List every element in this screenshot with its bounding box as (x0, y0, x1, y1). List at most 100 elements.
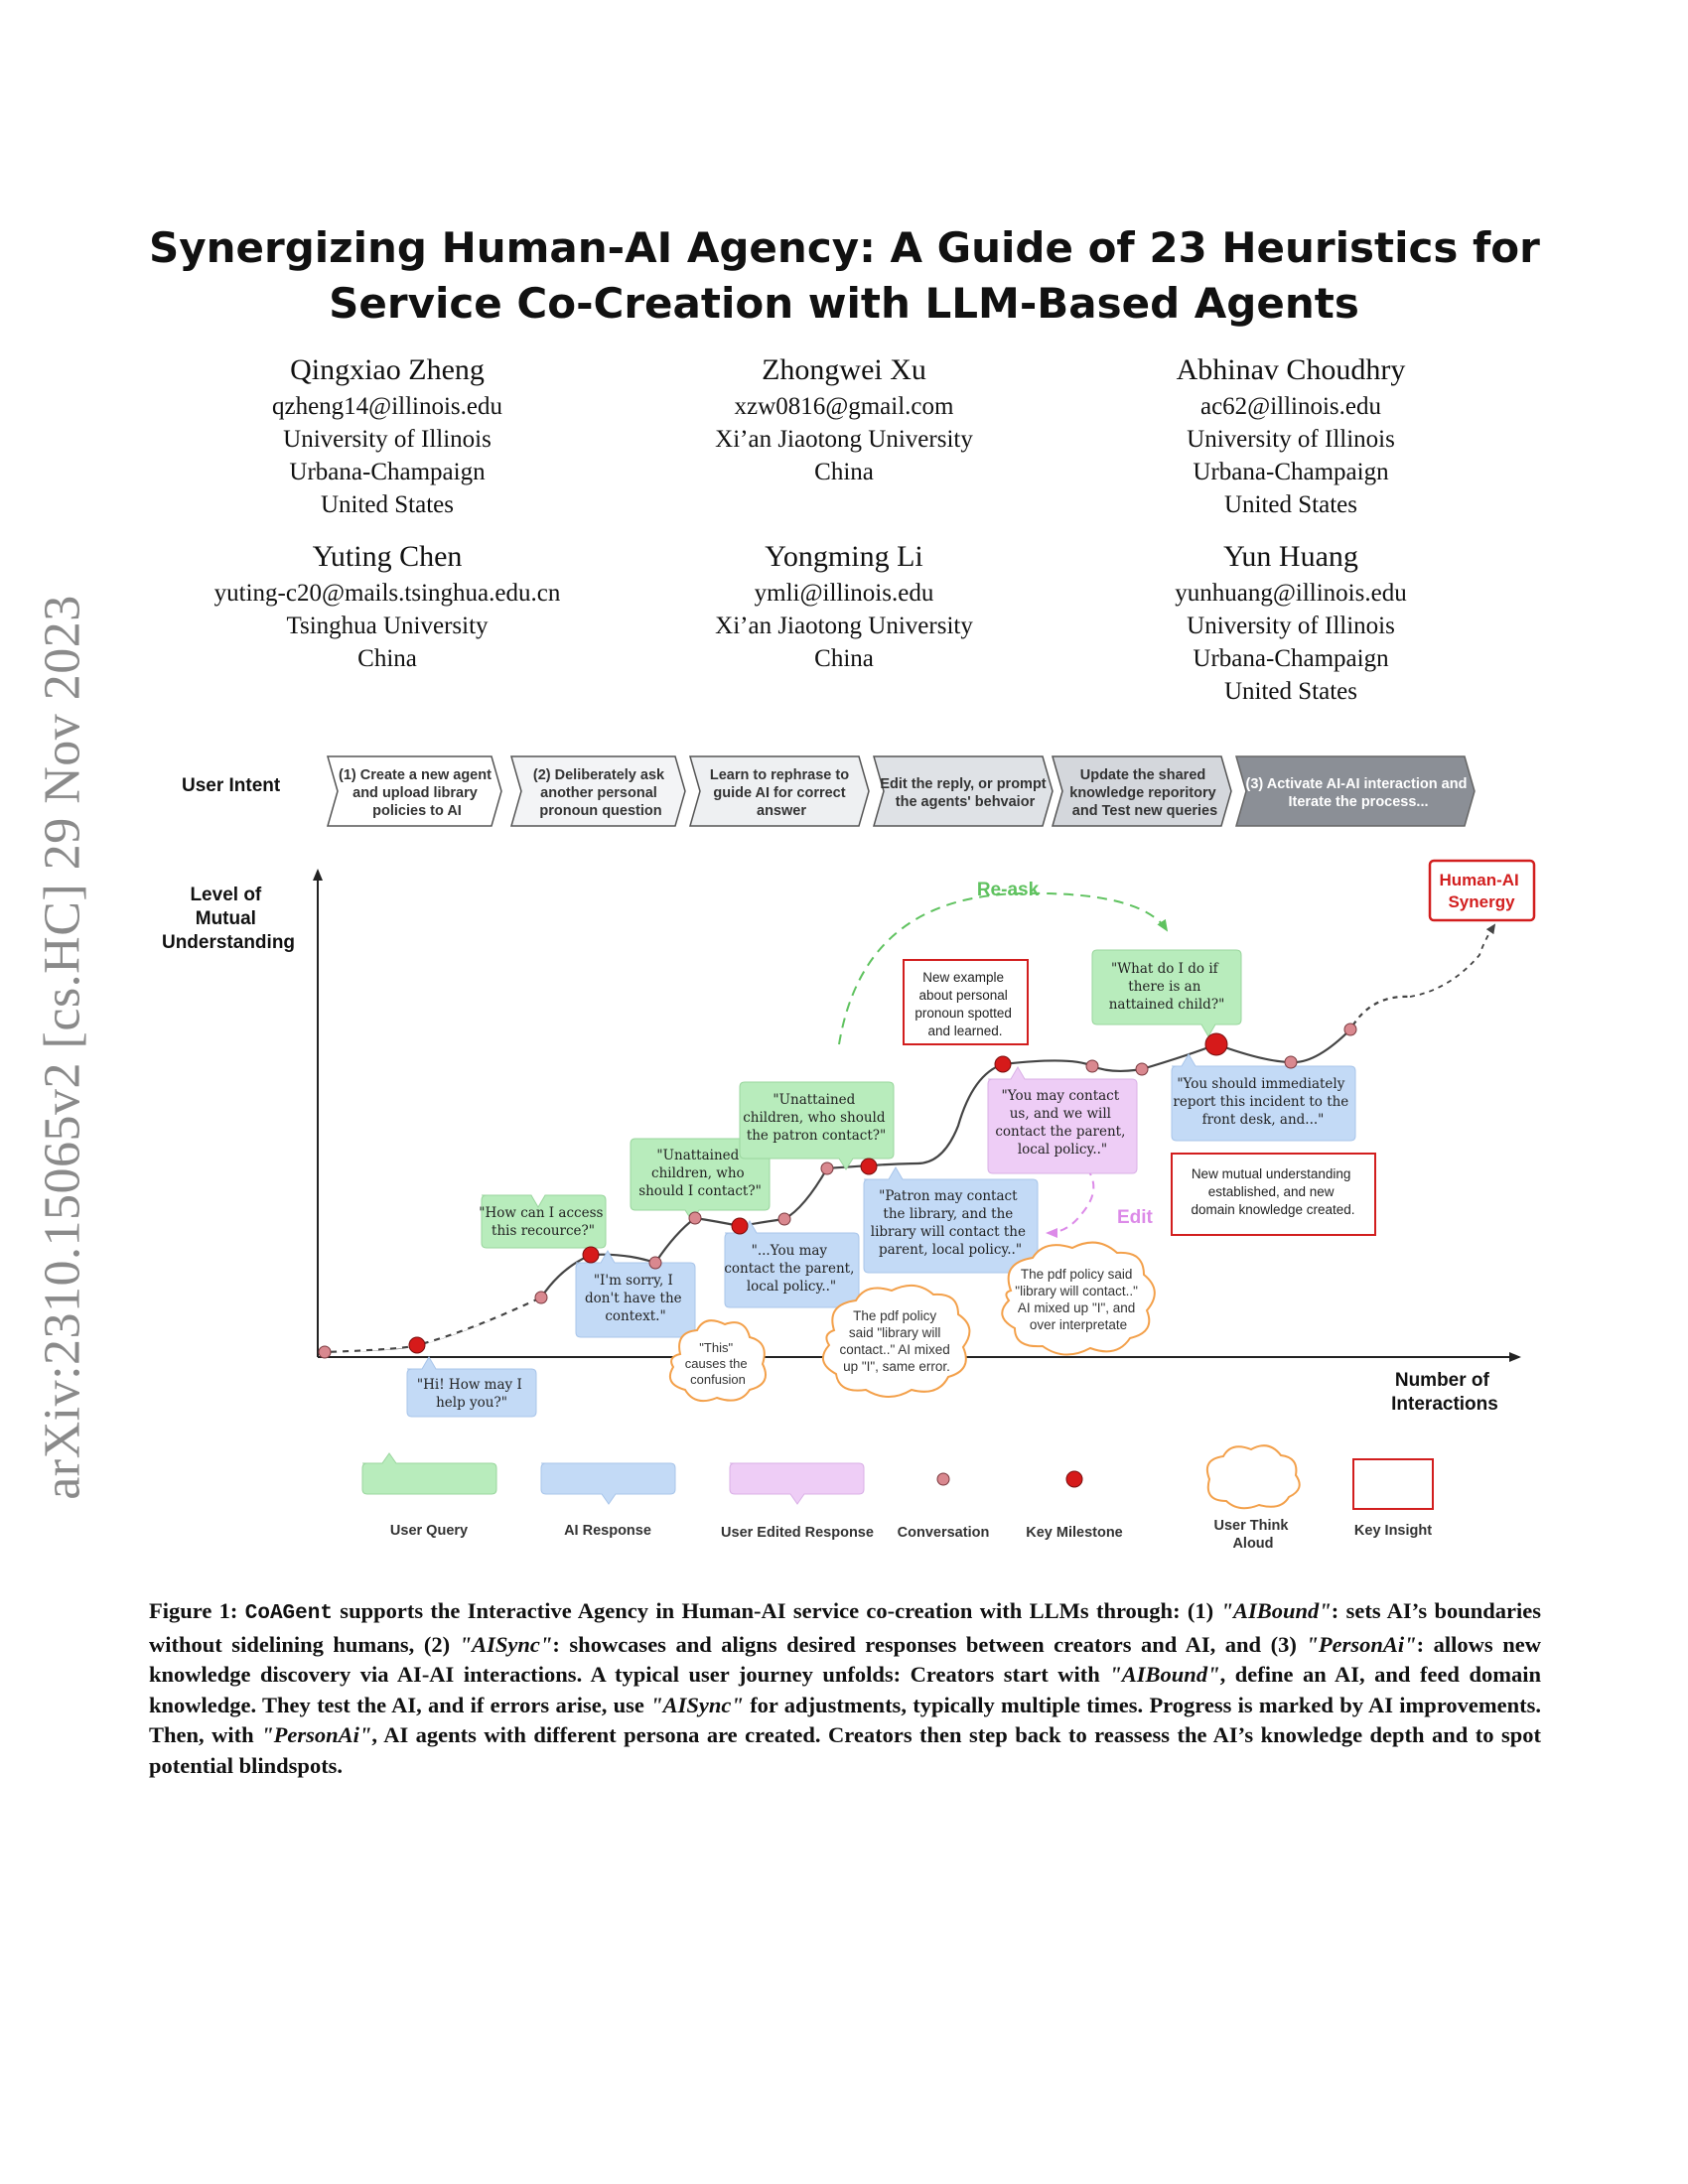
key-milestone-dot (582, 1246, 600, 1264)
intent-step-5: Update the shared knowledge reporitory a… (1052, 755, 1232, 827)
cloud-text: confusion (690, 1372, 746, 1387)
svg-text:The pdf policy said "lib: The pdf policy said "library will contac… (1015, 1267, 1141, 1332)
conversation-dot (318, 1345, 332, 1359)
step-text: pronoun question (539, 803, 661, 819)
cloud-text: contact.." AI mixed (839, 1342, 949, 1357)
paper-title: Synergizing Human-AI Agency: A Guide of … (149, 220, 1540, 332)
caption-text: : showcases and aligns desired responses… (552, 1631, 1307, 1657)
svg-text:(3) Activate AI-AI interaction: (3) Activate AI-AI interaction and Itera… (1246, 776, 1472, 810)
insight-text: New mutual understanding (1192, 1166, 1351, 1181)
svg-text:"How can I access this r: "How can I access this recource?" (479, 1205, 608, 1239)
insight-text: domain knowledge created. (1191, 1202, 1354, 1217)
author-email: yuting-c20@mails.tsinghua.edu.cn (213, 580, 561, 607)
author-block: Abhinav Choudhry ac62@illinois.edu Unive… (1053, 350, 1529, 521)
svg-text:(1) Create a new agent a: (1) Create a new agent and upload librar… (339, 767, 495, 819)
figure-legend: User Query AI Response User Edited Respo… (361, 1444, 1434, 1552)
cloud-text: "library will contact.." (1015, 1284, 1138, 1298)
author-affiliation: University of Illinois (1187, 613, 1395, 639)
reask-arrow (838, 891, 1169, 1045)
cloud-text: causes the (685, 1356, 748, 1371)
svg-text:"...You may contact the: "...You may contact the parent, local po… (724, 1243, 858, 1295)
author-block: Yuting Chen yuting-c20@mails.tsinghua.ed… (149, 537, 626, 675)
svg-text:"Hi! How may I help you?: "Hi! How may I help you?" (417, 1377, 526, 1411)
author-affiliation: United States (1223, 678, 1357, 705)
svg-text:"This" causes the: "This" causes the confusion (685, 1340, 752, 1387)
key-milestone-dot (994, 1055, 1012, 1073)
conversation-dot (1284, 1055, 1298, 1069)
bubble-text: don't have the (585, 1291, 682, 1306)
step-text: the agents' behvaior (896, 794, 1036, 810)
ai-response-bubble: "I'm sorry, I don't have the context." (575, 1250, 696, 1338)
bubble-text: children, who should (743, 1110, 886, 1126)
svg-text:"You may contact us, and: "You may contact us, and we will contact… (995, 1088, 1129, 1158)
x-axis-label: Number of Interactions (1391, 1370, 1498, 1415)
bubble-text: contact the parent, (995, 1124, 1125, 1140)
insight-text: and learned. (927, 1024, 1002, 1038)
insight-text: pronoun spotted (914, 1006, 1012, 1021)
ai-response-bubble: "Hi! How may I help you?" (406, 1356, 537, 1418)
bubble-text: nattained child?" (1109, 997, 1225, 1013)
key-milestone-dot (731, 1217, 749, 1235)
bubble-text: should I contact?" (638, 1183, 762, 1199)
svg-text:"You should immediately: "You should immediately report this inci… (1173, 1076, 1352, 1128)
svg-text:"I'm sorry, I don't have: "I'm sorry, I don't have the context." (585, 1273, 686, 1324)
legend-label: User Think (1214, 1518, 1290, 1534)
intent-step-3: Learn to rephrase to guide AI for correc… (689, 755, 870, 827)
x-axis-label-line: Number of (1395, 1370, 1490, 1391)
arxiv-identifier-text: arXiv:2310.15065v2 [cs.HC] 29 Nov 2023 (34, 595, 91, 1500)
legend-conversation: Conversation (898, 1472, 990, 1541)
caption-text: for adjustments, typically multiple time… (149, 1692, 1541, 1748)
title-line-1: Synergizing Human-AI Agency: A Guide of … (149, 223, 1540, 272)
legend-key-insight: Key Insight (1352, 1458, 1434, 1539)
author-affiliation: China (814, 459, 874, 485)
author-affiliation: Urbana-Champaign (289, 459, 486, 485)
author-affiliation: Xi’an Jiaotong University (715, 426, 973, 453)
bubble-text: library will contact the (871, 1224, 1026, 1240)
ai-response-bubble: "You should immediately report this inci… (1171, 1053, 1356, 1142)
user-query-bubble: "What do I do if there is an nattained c… (1091, 949, 1242, 1037)
reask-label: Re-ask (977, 880, 1040, 900)
legend-label: Key Milestone (1026, 1525, 1123, 1541)
step-text: answer (757, 803, 806, 819)
bubble-text: context." (605, 1308, 665, 1324)
key-milestone-dot (408, 1336, 426, 1354)
svg-text:(2) Deliberately ask ano: (2) Deliberately ask another personal pr… (533, 767, 668, 819)
bubble-text: local policy.." (747, 1279, 836, 1295)
legend-label: Conversation (898, 1525, 990, 1541)
author-email: xzw0816@gmail.com (734, 393, 954, 420)
author-name: Qingxiao Zheng (290, 353, 485, 386)
svg-text:"Patron may contact the: "Patron may contact the library, and the… (871, 1188, 1031, 1258)
author-affiliation: China (814, 645, 874, 672)
author-block: Yun Huang yunhuang@illinois.edu Universi… (1053, 537, 1529, 708)
cloud-text: over interpretate (1030, 1317, 1127, 1332)
bubble-text: "Unattained (773, 1092, 855, 1108)
user-edited-response-bubble: "You may contact us, and we will contact… (987, 1066, 1138, 1174)
cloud-text: AI mixed up "I", and (1018, 1300, 1135, 1315)
svg-text:"Unattained children, wh: "Unattained children, who should the pat… (743, 1092, 890, 1144)
author-affiliation: United States (1223, 491, 1357, 518)
bubble-text: this recource?" (492, 1223, 595, 1239)
user-intent-label: User Intent (182, 775, 281, 796)
author-email: qzheng14@illinois.edu (271, 393, 503, 420)
title-line-2: Service Co-Creation with LLM-Based Agent… (329, 279, 1359, 328)
bubble-text: the library, and the (883, 1206, 1013, 1222)
legend-label: User Edited Response (721, 1525, 874, 1541)
author-email: ac62@illinois.edu (1199, 393, 1382, 420)
legend-label: AI Response (564, 1523, 651, 1539)
svg-text:Human-AI Synergy: Human-AI Synergy (1439, 871, 1523, 911)
author-affiliation: Urbana-Champaign (1193, 459, 1389, 485)
author-email: ymli@illinois.edu (754, 580, 934, 607)
caption-term: "AISync" (459, 1631, 553, 1657)
bubble-text: us, and we will (1010, 1106, 1111, 1122)
y-axis-label: Level of Mutual Understanding (162, 885, 295, 953)
bubble-text: the patron contact?" (747, 1128, 886, 1144)
curve-dash-mask (1348, 995, 1411, 1030)
edit-label: Edit (1117, 1207, 1154, 1228)
author-block: Qingxiao Zheng qzheng14@illinois.edu Uni… (149, 350, 626, 521)
author-affiliation: University of Illinois (1187, 426, 1395, 453)
bubble-text: "I'm sorry, I (594, 1273, 673, 1289)
caption-term: "PersonAi" (261, 1722, 372, 1747)
intent-step-4: Edit the reply, or prompt the agents' be… (873, 755, 1054, 827)
user-query-bubble: "How can I access this recource?" (479, 1194, 608, 1249)
bubble-text: "Unattained (656, 1148, 739, 1163)
